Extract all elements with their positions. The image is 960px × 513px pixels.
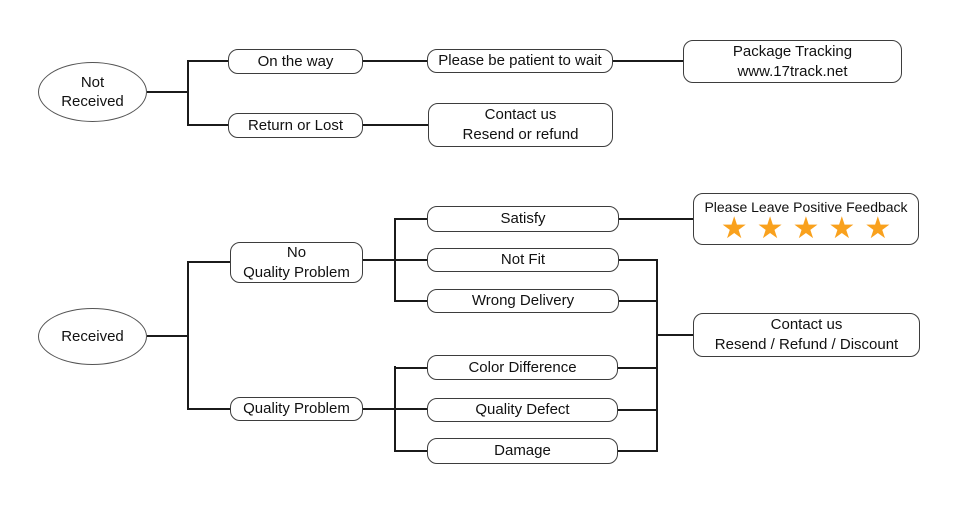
node-quality-problem: Quality Problem — [230, 397, 363, 421]
node-on-the-way-label: On the way — [257, 52, 334, 70]
node-damage-label: Damage — [494, 442, 551, 459]
package-tracking-url: www.17track.net — [737, 62, 848, 80]
node-contact-resend-refund: Contact us Resend or refund — [428, 103, 613, 147]
five-star-rating-icon: ★★★★★ — [720, 210, 901, 246]
connector-to-color-difference — [394, 367, 427, 369]
node-damage: Damage — [427, 438, 618, 464]
connector-to-wrong-delivery — [394, 300, 427, 302]
node-be-patient-label: Please be patient to wait — [438, 52, 602, 69]
node-received: Received — [38, 308, 147, 365]
node-quality-defect-label: Quality Defect — [475, 401, 570, 418]
node-package-tracking: Package Tracking www.17track.net — [683, 40, 902, 83]
connector-to-damage — [394, 450, 427, 452]
connector-bus-to-contact — [656, 334, 693, 336]
connector-to-on-the-way — [187, 60, 228, 62]
node-no-quality-problem: No Quality Problem — [230, 242, 363, 283]
node-color-difference: Color Difference — [427, 355, 618, 380]
positive-feedback-label: Please Leave Positive Feedback — [704, 198, 908, 215]
node-not-fit: Not Fit — [427, 248, 619, 272]
node-not-received-label: Not Received — [61, 74, 124, 110]
connector-qp-fork-vertical — [394, 366, 396, 452]
connector-return-to-contact — [363, 124, 428, 126]
connector-to-return-or-lost — [187, 124, 228, 126]
connector-patient-to-tracking — [613, 60, 683, 62]
connector-nqp-fork-vertical — [394, 218, 396, 302]
connector-to-no-quality-problem — [187, 261, 230, 263]
connector-to-quality-problem — [187, 408, 230, 410]
contact-rrd-line2: Resend / Refund / Discount — [714, 336, 899, 353]
no-quality-problem-line2: Quality Problem — [243, 263, 350, 281]
node-wrong-delivery: Wrong Delivery — [427, 289, 619, 313]
node-satisfy: Satisfy — [427, 206, 619, 232]
node-quality-problem-label: Quality Problem — [243, 400, 350, 417]
node-positive-feedback: Please Leave Positive Feedback ★★★★★ — [693, 193, 919, 245]
connector-damage-to-bus — [618, 450, 657, 452]
package-tracking-line1: Package Tracking — [732, 42, 853, 60]
contact-resend-refund-line2: Resend or refund — [462, 126, 579, 143]
contact-resend-refund-line1: Contact us — [484, 106, 557, 123]
node-wrong-delivery-label: Wrong Delivery — [471, 292, 575, 309]
connector-fork-vertical-top — [187, 60, 189, 126]
node-received-label: Received — [61, 328, 124, 345]
node-color-difference-label: Color Difference — [468, 358, 577, 376]
node-not-received: Not Received — [38, 62, 147, 122]
connector-quality-defect-to-bus — [618, 409, 657, 411]
no-quality-problem-line1: No — [286, 243, 307, 261]
connector-satisfy-to-feedback — [619, 218, 693, 220]
connector-not-received-fork — [147, 91, 189, 93]
connector-received-fork — [147, 335, 189, 337]
connector-fork-vertical-bottom — [187, 261, 189, 410]
node-on-the-way: On the way — [228, 49, 363, 74]
node-quality-defect: Quality Defect — [427, 398, 618, 422]
connector-on-the-way-to-patient — [363, 60, 427, 62]
connector-merge-bus-vertical — [656, 259, 658, 452]
connector-to-satisfy — [394, 218, 427, 220]
node-not-fit-label: Not Fit — [500, 251, 546, 268]
connector-not-fit-to-bus — [619, 259, 657, 261]
node-contact-resend-refund-discount: Contact us Resend / Refund / Discount — [693, 313, 920, 357]
connector-color-difference-to-bus — [618, 367, 657, 369]
node-return-or-lost: Return or Lost — [228, 113, 363, 138]
node-satisfy-label: Satisfy — [500, 210, 546, 227]
node-return-or-lost-label: Return or Lost — [247, 116, 344, 134]
connector-wrong-delivery-to-bus — [619, 300, 657, 302]
node-be-patient: Please be patient to wait — [427, 49, 613, 73]
contact-rrd-line1: Contact us — [770, 316, 843, 333]
